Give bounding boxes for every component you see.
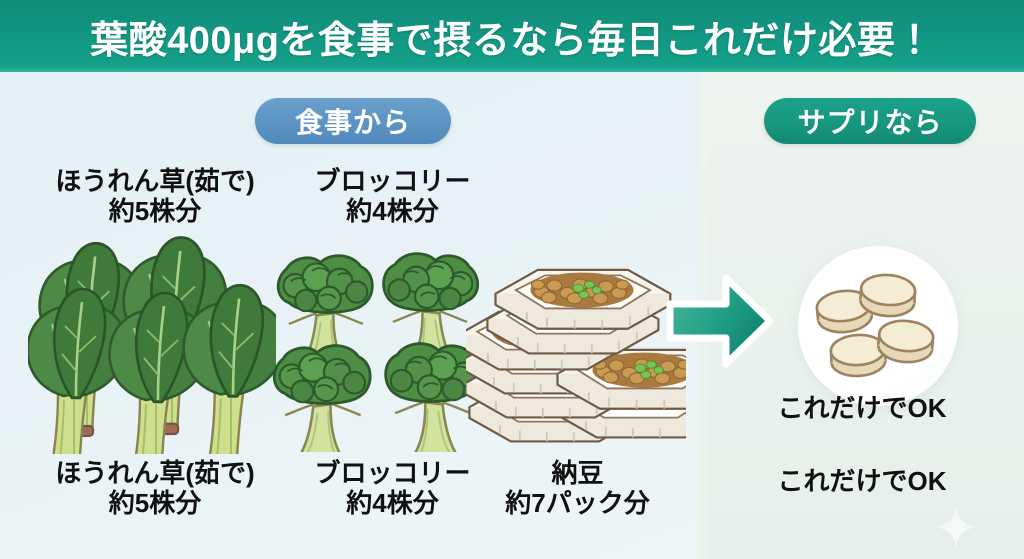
caption-natto-bottom-line2: 約7パック分	[505, 488, 650, 519]
caption-spinach-top-line1: ほうれん草(茹で)	[55, 166, 255, 196]
supplement-caption-secondary: これだけでOK	[777, 466, 947, 496]
page-title: 葉酸400μgを食事で摂るなら毎日これだけ必要！	[90, 19, 934, 62]
caption-natto-bottom-line1: 納豆	[551, 458, 604, 488]
header-band: 葉酸400μgを食事で摂るなら毎日これだけ必要！	[0, 0, 1024, 72]
caption-broccoli-bottom: ブロッコリー 約4株分	[285, 458, 500, 518]
badge-supplement: サプリなら	[764, 98, 976, 144]
caption-broccoli-top: ブロッコリー 約4株分	[285, 166, 500, 226]
caption-broccoli-bottom-line1: ブロッコリー	[314, 458, 471, 488]
caption-broccoli-top-line2: 約4株分	[346, 196, 439, 227]
caption-spinach-top-line2: 約5株分	[108, 196, 202, 227]
broccoli-icon	[268, 248, 484, 465]
caption-broccoli-bottom-line2: 約4株分	[346, 488, 439, 519]
supplement-caption-primary: これだけでOK	[777, 393, 947, 423]
caption-spinach-bottom-line1: ほうれん草(茹で)	[55, 458, 255, 488]
caption-spinach-top: ほうれん草(茹で) 約5株分	[20, 166, 290, 226]
spinach-icon	[26, 236, 286, 484]
caption-natto-bottom: 納豆 約7パック分	[470, 458, 685, 518]
sparkle-icon	[936, 505, 976, 549]
arrow-right-icon	[664, 266, 776, 376]
caption-spinach-bottom-line2: 約5株分	[108, 488, 202, 519]
badge-from-food: 食事から	[255, 98, 451, 144]
caption-spinach-bottom: ほうれん草(茹で) 約5株分	[20, 458, 290, 518]
supplement-tablets-icon	[806, 256, 952, 396]
caption-broccoli-top-line1: ブロッコリー	[314, 166, 471, 196]
natto-icon	[456, 266, 734, 452]
